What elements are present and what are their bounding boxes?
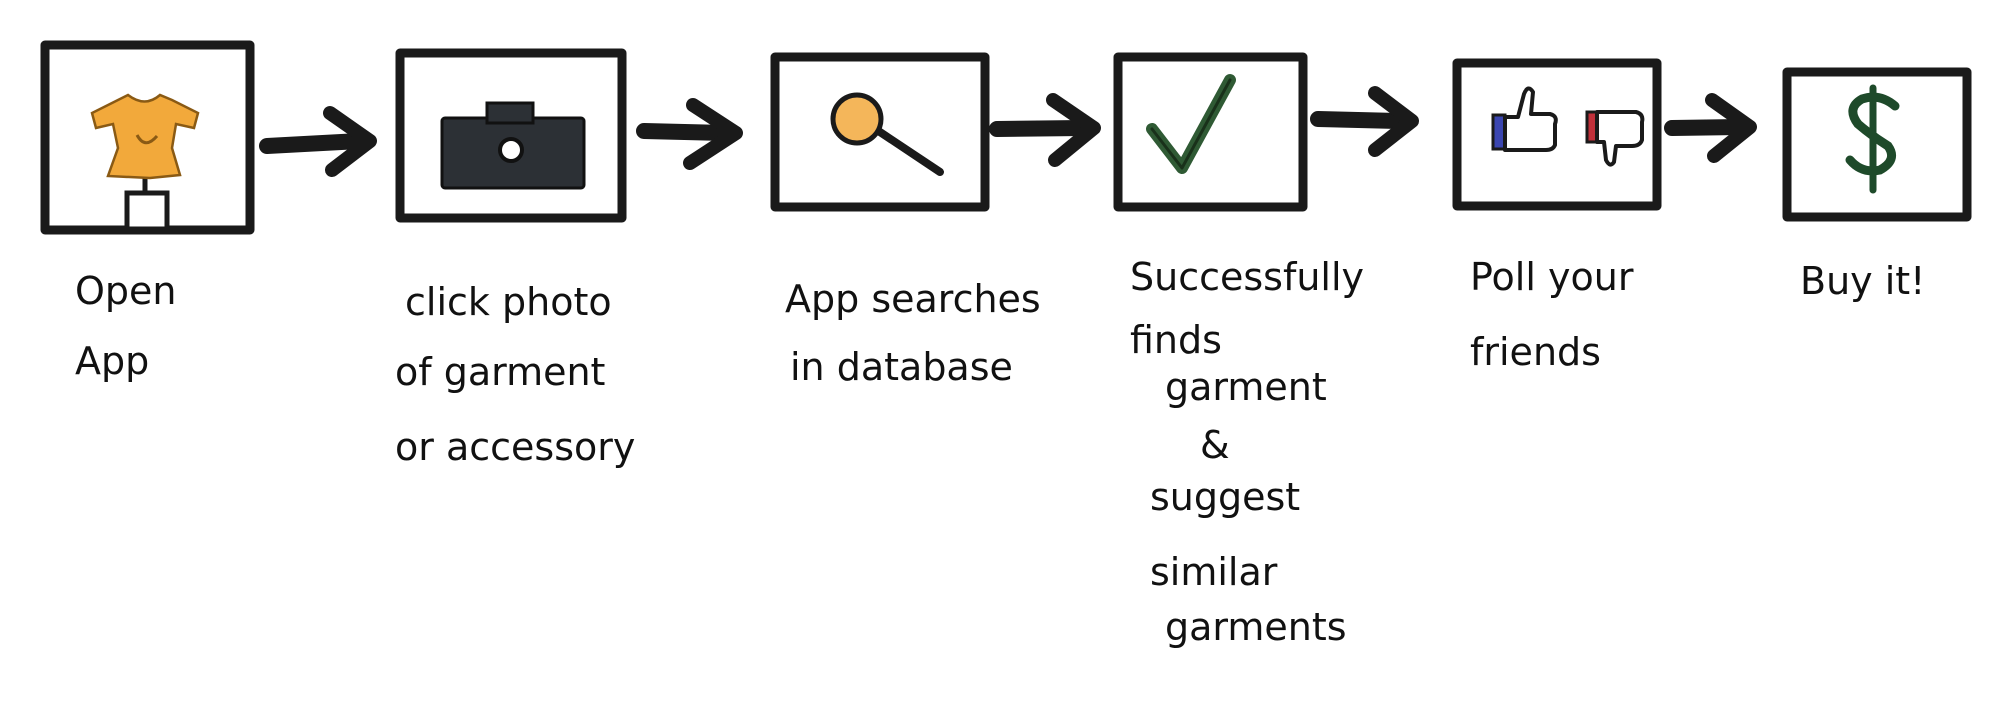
- arrow-5: [1664, 93, 1757, 163]
- step-frame: [395, 48, 627, 223]
- caption-line: Successfully: [1130, 255, 1365, 299]
- dollar-sign-icon: [1845, 84, 1900, 194]
- caption-line: of garment: [395, 350, 606, 394]
- arrow-3: [989, 93, 1101, 167]
- caption-line: in database: [790, 345, 1013, 389]
- checkmark-icon: [1146, 74, 1236, 174]
- dress-on-mannequin-icon: [90, 93, 200, 232]
- caption-line: garments: [1165, 605, 1347, 649]
- magnifying-glass-icon: [830, 92, 944, 176]
- caption-line: similar: [1150, 550, 1278, 594]
- caption-line: or accessory: [395, 425, 636, 469]
- step-app-searches: [770, 52, 990, 212]
- step-frame: [770, 52, 990, 212]
- caption-line: &: [1200, 423, 1230, 467]
- step-buy-it: [1782, 67, 1972, 222]
- thumbs-up-icon: [1491, 86, 1558, 152]
- caption-line: Buy it!: [1800, 259, 1926, 303]
- caption-line: click photo: [405, 280, 612, 324]
- caption-line: App searches: [785, 277, 1041, 321]
- step-poll-friends: [1452, 58, 1662, 211]
- arrow-1: [259, 106, 377, 177]
- arrow-4: [1310, 86, 1419, 157]
- step-frame: [1452, 58, 1662, 211]
- step-open-app: [40, 40, 255, 235]
- caption-line: garment: [1165, 365, 1327, 409]
- arrow-2: [636, 98, 743, 170]
- step-click-photo: [395, 48, 627, 223]
- camera-icon: [440, 101, 586, 190]
- caption-line: friends: [1470, 330, 1601, 374]
- step-successfully-finds: [1113, 52, 1308, 212]
- caption-line: suggest: [1150, 475, 1301, 519]
- caption-line: Poll your: [1470, 255, 1634, 299]
- step-frame: [1782, 67, 1972, 222]
- caption-line: App: [75, 339, 150, 383]
- caption-line: Open: [75, 269, 177, 313]
- step-frame: [1113, 52, 1308, 212]
- thumbs-down-icon: [1585, 110, 1645, 167]
- caption-line: finds: [1130, 318, 1222, 362]
